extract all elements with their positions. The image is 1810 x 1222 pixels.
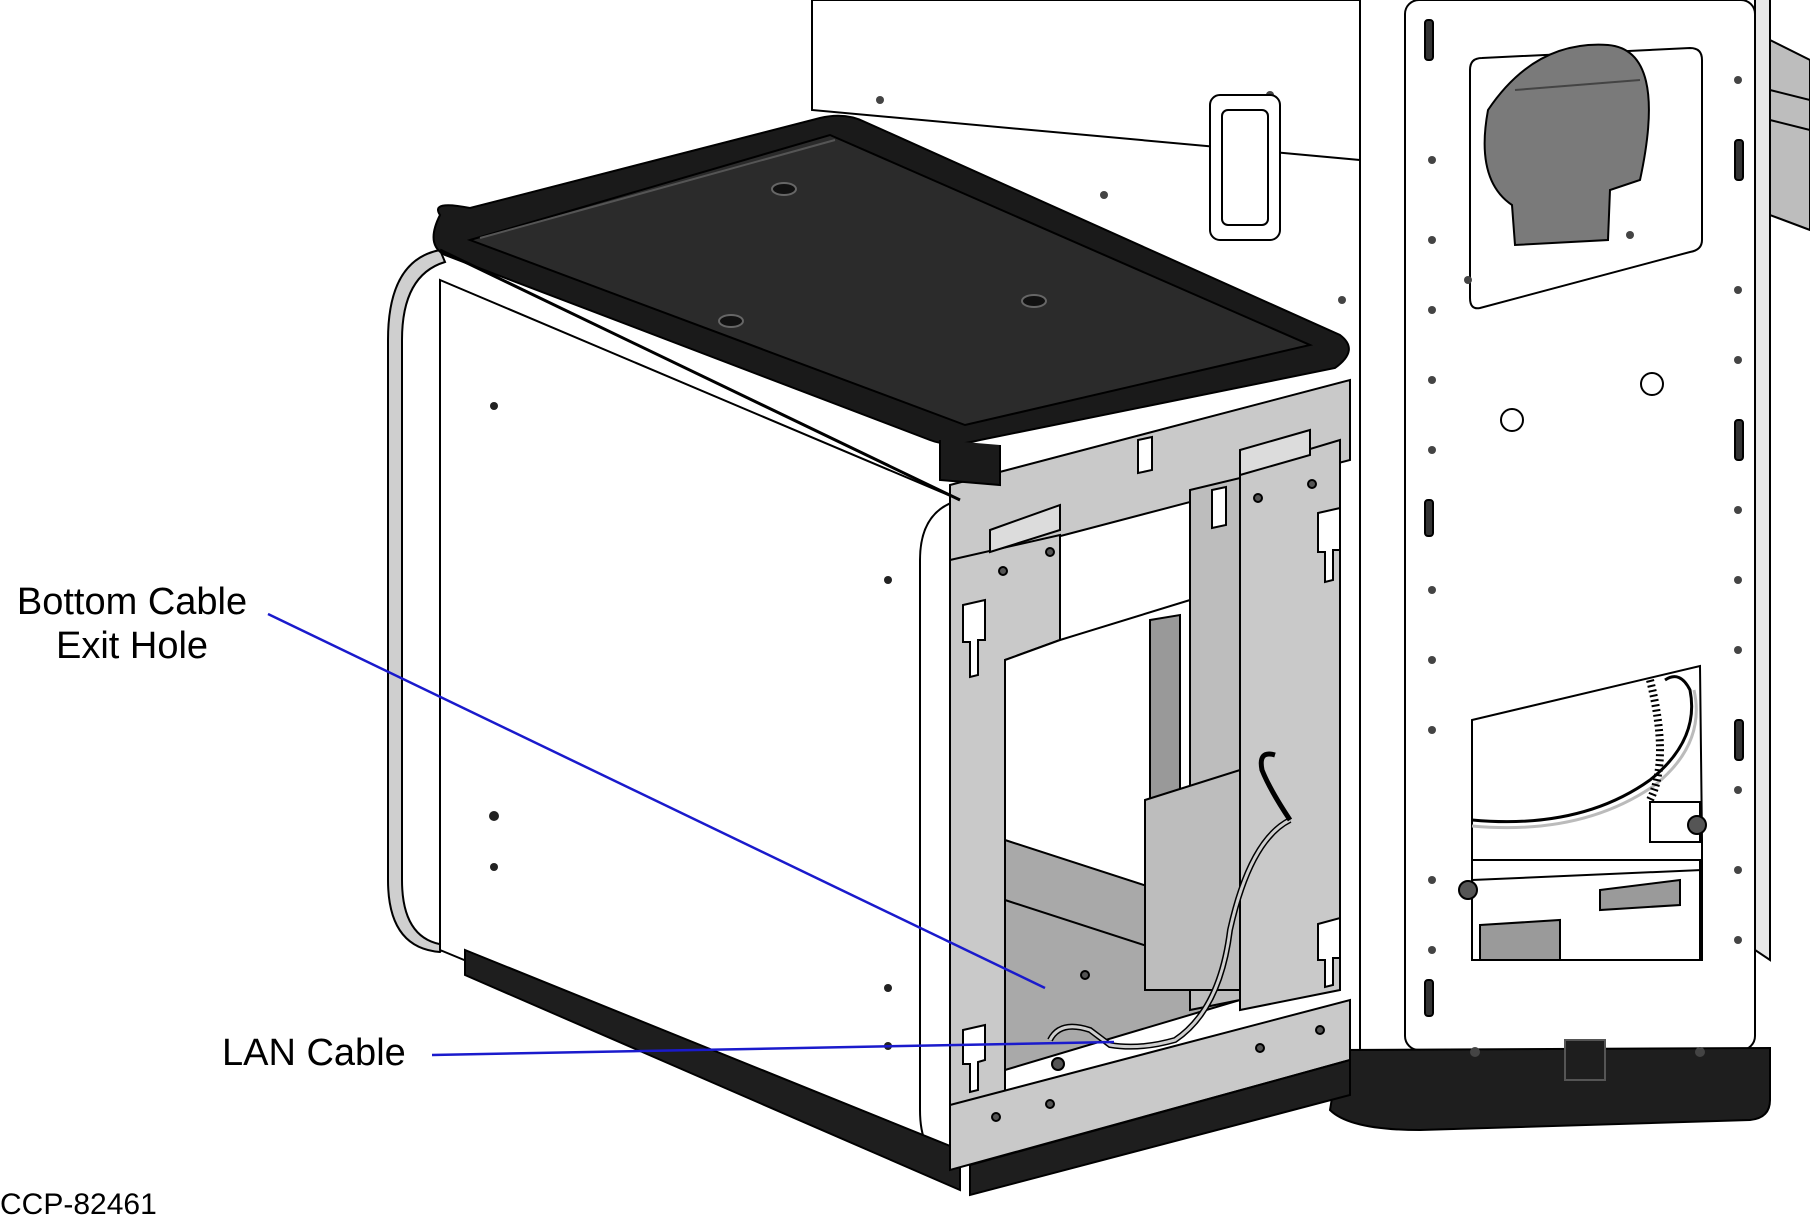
exit-hole-leader bbox=[267, 612, 1046, 990]
front-bracket-frame bbox=[949, 378, 1351, 1197]
leader-lines bbox=[267, 612, 1115, 1057]
kiosk-column bbox=[811, 0, 1810, 1132]
cabinet bbox=[387, 248, 961, 1192]
exit-hole-callout: Bottom Cable Exit Hole bbox=[2, 580, 262, 668]
lan-cable-leader bbox=[431, 1040, 1115, 1057]
figure-code: CCP-82461 bbox=[0, 1188, 157, 1221]
top-tray bbox=[432, 114, 1350, 502]
exit-hole-callout-line2: Exit Hole bbox=[55, 625, 209, 667]
lan-cable-callout: LAN Cable bbox=[222, 1032, 406, 1074]
exit-hole-callout-line1: Bottom Cable bbox=[16, 581, 248, 623]
